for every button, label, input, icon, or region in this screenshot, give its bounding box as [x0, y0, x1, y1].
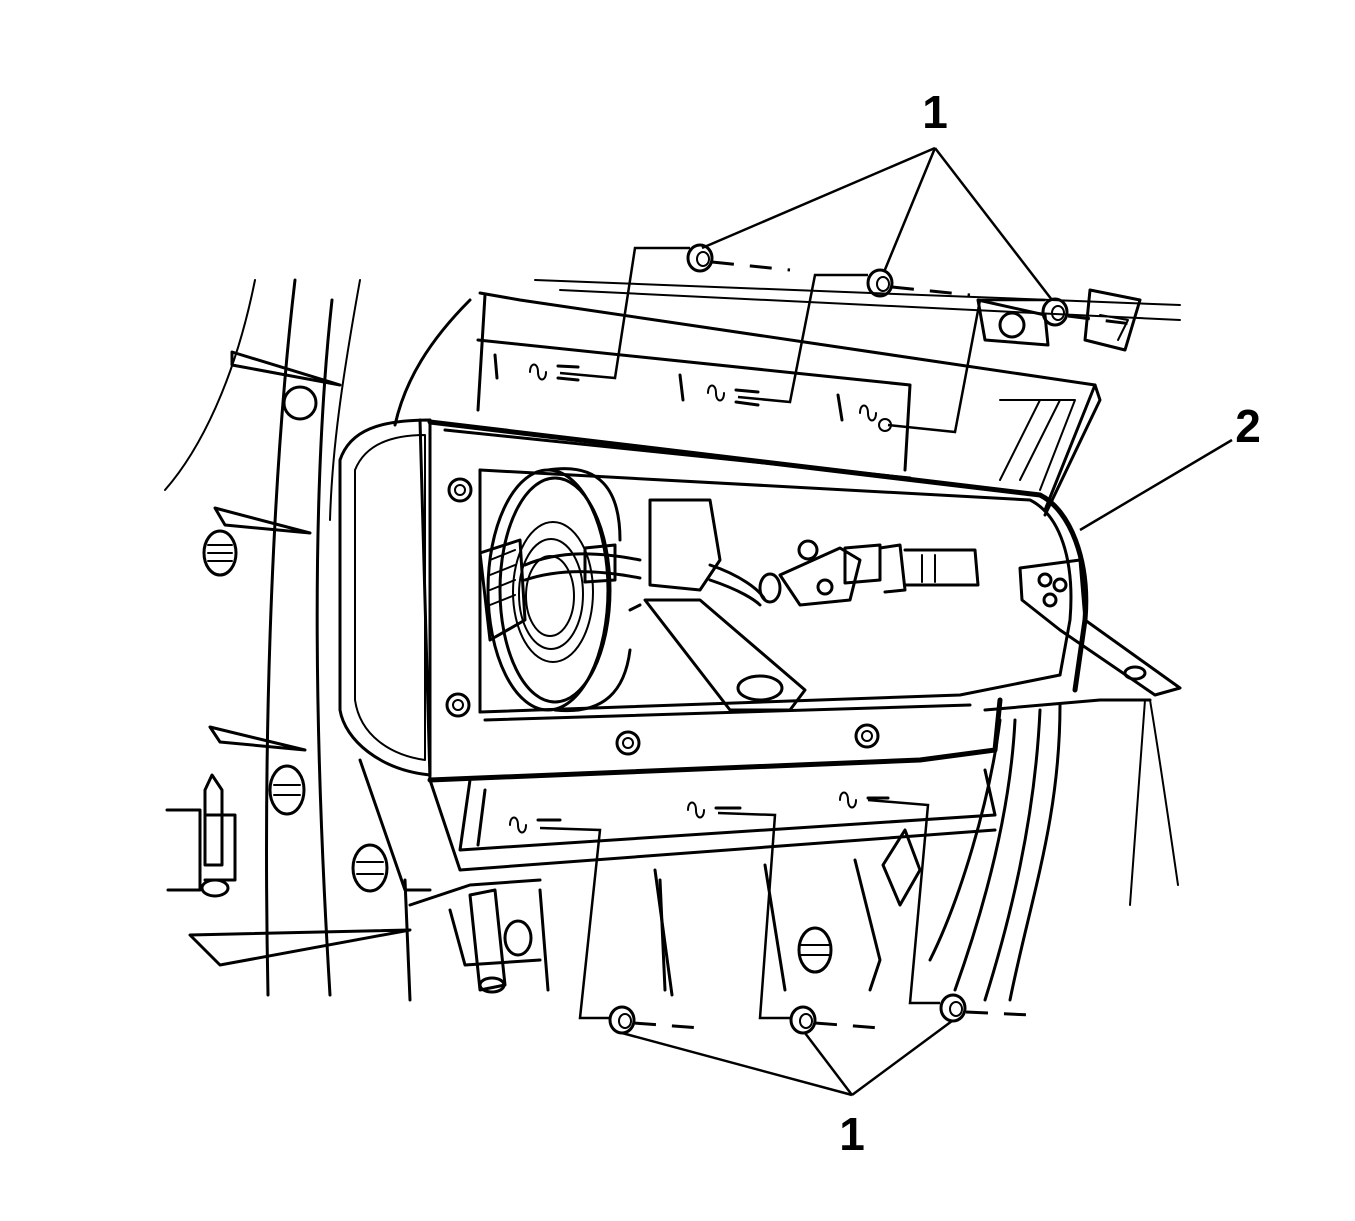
housing-studs — [445, 477, 880, 756]
callout-label-module: 2 — [1235, 400, 1261, 452]
left-frame-structure — [164, 278, 412, 1002]
instrument-panel-lower — [351, 698, 1179, 1002]
fastener-bottom-2 — [789, 1005, 881, 1035]
callout-leaders — [621, 146, 1233, 1097]
fastener-top-3 — [1041, 297, 1141, 327]
fastener-bottom-1 — [608, 1005, 701, 1035]
lower-flange — [458, 768, 997, 852]
wiring-harness — [478, 498, 980, 642]
fastener-bottom-3 — [939, 993, 1031, 1023]
callout-label-bottom-fasteners: 1 — [839, 1108, 865, 1160]
fastener-top-1 — [686, 243, 791, 273]
top-fasteners — [559, 243, 1141, 434]
callout-label-top-fasteners: 1 — [922, 86, 948, 138]
right-bracket — [1018, 558, 1182, 697]
end-cap — [486, 467, 632, 713]
upper-mounting-flange — [393, 279, 1181, 517]
fastener-top-2 — [866, 268, 971, 298]
airbag-module — [338, 418, 1182, 783]
bottom-fasteners — [539, 798, 1031, 1035]
mounting-strap — [628, 598, 807, 712]
upper-clips — [529, 363, 892, 432]
